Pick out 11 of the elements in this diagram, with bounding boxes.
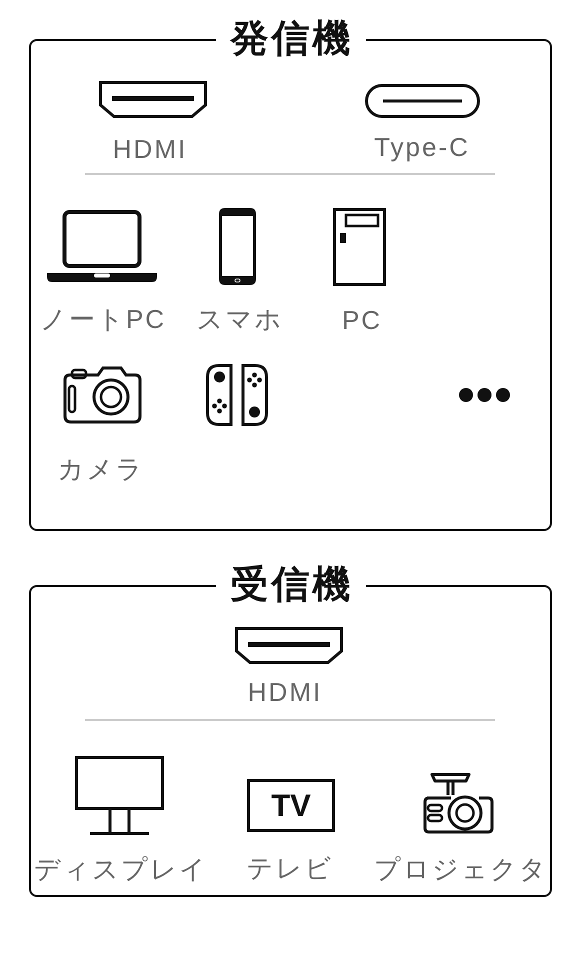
device-label: ノートPC	[40, 304, 166, 335]
device-label: PC	[342, 305, 382, 336]
device-label: プロジェクタ	[374, 854, 548, 885]
tv-sign: TV	[247, 779, 335, 832]
device-label: カメラ	[58, 454, 144, 485]
device-label: Type-C	[374, 132, 470, 163]
device-label: テレビ	[246, 853, 334, 884]
device-label: HDMI	[248, 677, 322, 708]
device-label: HDMI	[112, 134, 188, 165]
device-label: ディスプレイ	[34, 854, 208, 885]
device-label: スマホ	[196, 304, 284, 335]
